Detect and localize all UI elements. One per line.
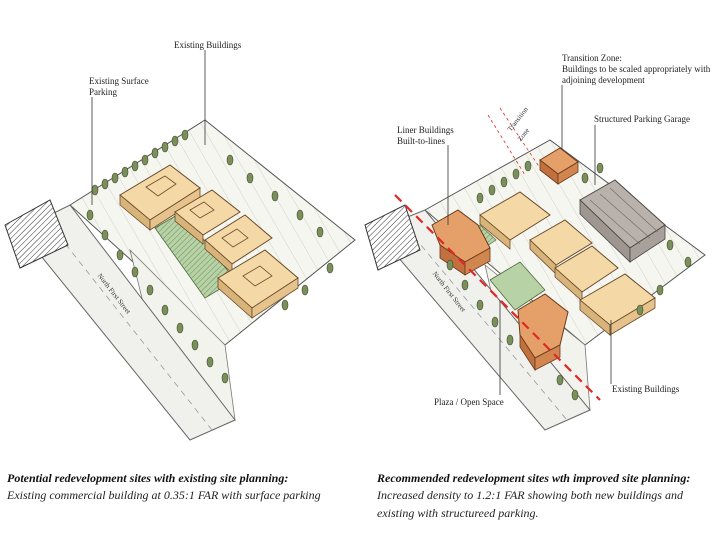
left-hatched-block xyxy=(4,199,69,269)
label-surface-parking-line2: Parking xyxy=(89,87,117,97)
liner-buildings xyxy=(431,147,579,372)
right-trees xyxy=(446,160,692,401)
caption-left-title: Potential redevelopment sites with exist… xyxy=(7,471,289,485)
left-existing-buildings xyxy=(119,164,299,319)
right-site-plan xyxy=(364,85,706,431)
left-trees xyxy=(86,129,334,384)
caption-left-body: Existing commercial building at 0.35:1 F… xyxy=(7,488,321,502)
plaza-open-space xyxy=(489,261,546,311)
label-liner-buildings-line1: Liner Buildings xyxy=(397,125,454,135)
label-transition-line3: adjoining development xyxy=(562,75,645,85)
right-leader-lines xyxy=(447,85,612,395)
label-liner-buildings-line2: Built-to-lines xyxy=(397,136,445,146)
left-leader-lines xyxy=(91,50,206,205)
label-existing-buildings-left: Existing Buildings xyxy=(174,40,242,50)
caption-right-title: Recommended redevelopment sites wth impr… xyxy=(377,471,691,485)
transition-zone-lines xyxy=(394,107,601,401)
right-existing-buildings xyxy=(479,191,656,336)
label-existing-buildings-right: Existing Buildings xyxy=(612,384,680,394)
label-transition-line2: Buildings to be scaled appropriately wit… xyxy=(562,64,711,74)
label-transition-title: Transition Zone: xyxy=(562,53,622,63)
left-site-plan xyxy=(4,50,356,441)
label-plaza-open-space: Plaza / Open Space xyxy=(434,397,504,407)
label-structured-parking: Structured Parking Garage xyxy=(594,114,690,124)
label-surface-parking-line1: Existing Surface xyxy=(89,76,149,86)
right-hatched-block xyxy=(364,204,421,271)
structured-parking-garage xyxy=(579,179,666,263)
caption-right-body-line2: existing with structureed parking. xyxy=(377,506,539,520)
caption-right-body-line1: Increased density to 1.2:1 FAR showing b… xyxy=(377,488,683,502)
